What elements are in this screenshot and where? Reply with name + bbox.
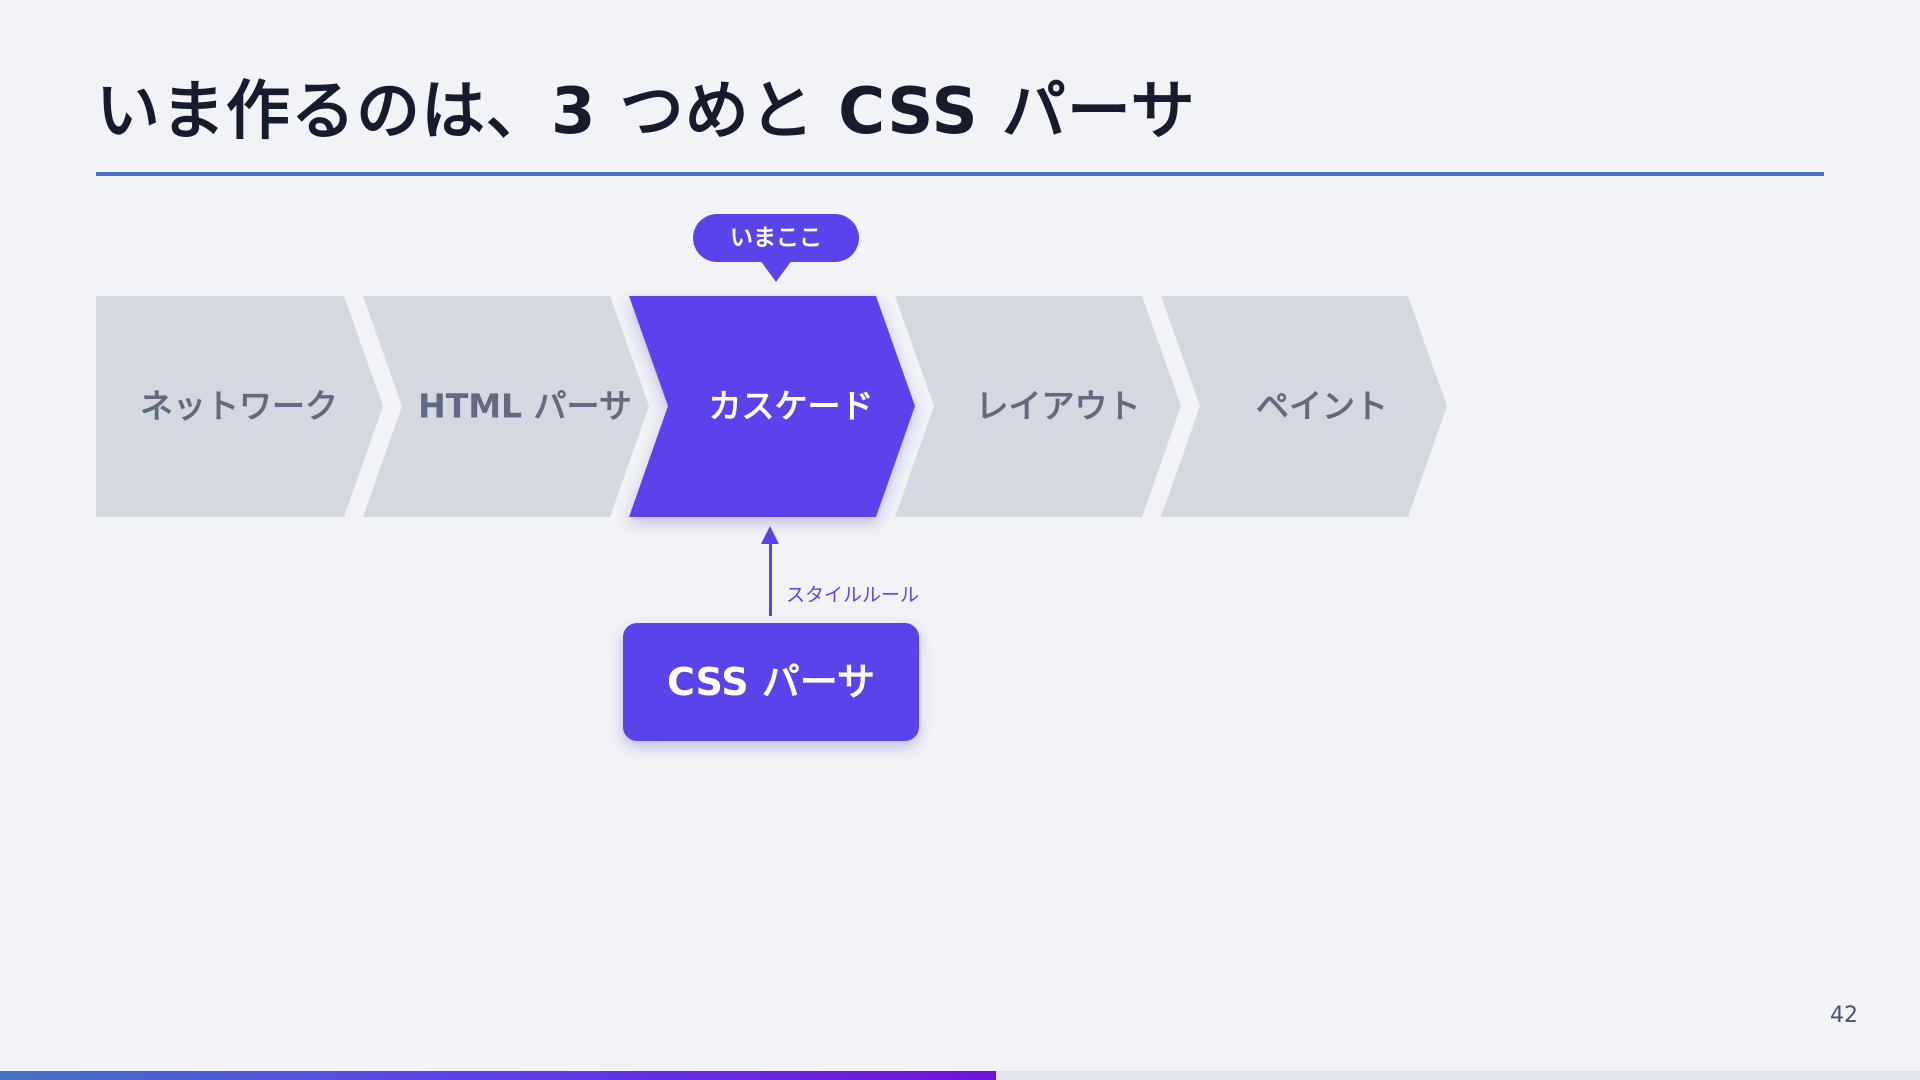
css-parser-box: CSS パーサ: [623, 623, 919, 741]
stage-cascade-label: カスケード: [709, 387, 874, 426]
slide-progress-fill: [0, 1071, 997, 1080]
stage-paint: ペイント: [1161, 296, 1447, 517]
current-stage-badge: いまここ: [693, 214, 859, 262]
page-number: 42: [1830, 1003, 1858, 1028]
arrow-label: スタイルルール: [786, 584, 920, 606]
arrow-up-icon: [761, 526, 779, 544]
stage-cascade-shape: [629, 296, 915, 517]
badge-pointer: [760, 260, 792, 282]
stage-layout: レイアウト: [895, 296, 1181, 517]
slide-title: いま作るのは、3 つめと CSS パーサ: [96, 75, 1196, 149]
input-arrow: [769, 538, 772, 616]
stage-layout-label: レイアウト: [976, 387, 1141, 426]
stage-paint-shape: [1161, 296, 1447, 517]
stage-html-parser-label: HTML パーサ: [418, 387, 632, 426]
stage-network-label: ネットワーク: [140, 387, 338, 426]
slide-progress-bar: [0, 1071, 1920, 1080]
stage-html-parser: HTML パーサ: [363, 296, 649, 517]
stage-html-parser-shape: [363, 296, 649, 517]
stage-paint-label: ペイント: [1256, 387, 1388, 426]
stage-layout-shape: [895, 296, 1181, 517]
stage-network: ネットワーク: [96, 296, 383, 517]
stage-cascade: カスケード: [629, 296, 915, 517]
stage-network-shape: [96, 296, 383, 517]
title-underline: [96, 172, 1824, 176]
